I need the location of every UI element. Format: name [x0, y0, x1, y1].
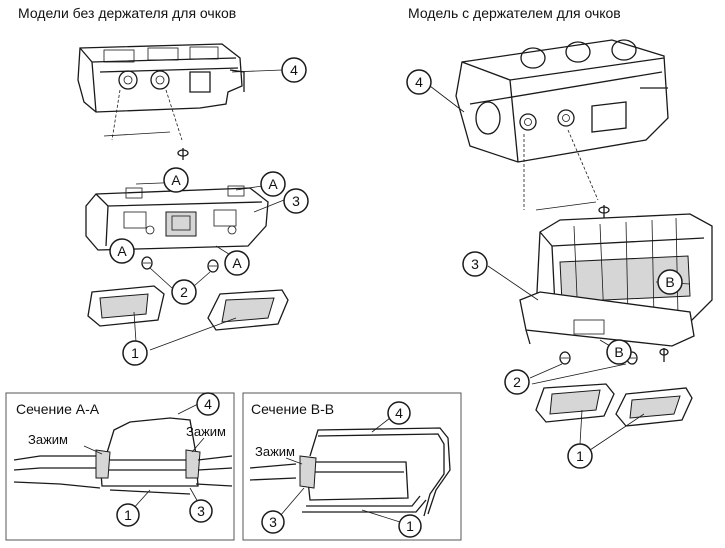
guide-line: [103, 131, 171, 137]
leader-3-right: [487, 265, 539, 301]
callout-4-bb: 4: [387, 401, 411, 425]
svg-text:4: 4: [204, 396, 212, 412]
callout-4-left: 4: [281, 57, 307, 83]
section-aa-drawing: [13, 417, 233, 495]
section-aa-label: Сечение A-A: [16, 401, 100, 417]
leader-2-left: [149, 267, 173, 289]
svg-text:4: 4: [415, 74, 423, 90]
svg-text:2: 2: [513, 374, 521, 390]
leader-4-bb: [371, 417, 391, 433]
callout-3-right: 3: [462, 251, 488, 277]
clip-label-aa-right: Зажим: [186, 424, 226, 439]
left-screw: [177, 148, 189, 160]
svg-text:4: 4: [290, 62, 298, 78]
svg-text:A: A: [268, 176, 278, 192]
leader-clip-aa: [83, 445, 103, 455]
left-lens: [87, 285, 165, 327]
leader-3-aa: [189, 487, 199, 503]
leader-3-bb: [279, 487, 305, 517]
leader-1-right: [589, 413, 645, 451]
svg-text:1: 1: [124, 507, 132, 523]
callout-4-right: 4: [406, 69, 432, 95]
svg-text:3: 3: [269, 514, 277, 530]
svg-text:3: 3: [292, 193, 300, 209]
right-lens: [535, 383, 615, 423]
callout-b-lower: B: [606, 339, 632, 365]
leader-3-left: [253, 199, 285, 213]
svg-text:A: A: [117, 243, 127, 259]
leader-1-right: [579, 409, 583, 445]
left-diagram-title: Модели без держателя для очков: [18, 5, 237, 21]
callout-b-upper: B: [657, 269, 683, 295]
left-lens: [207, 289, 289, 331]
left-bulb: [141, 256, 153, 270]
callout-2-right: 2: [504, 369, 530, 395]
right-lens: [615, 387, 693, 427]
right-bracket: [455, 39, 669, 163]
section-aa-frame: [5, 392, 235, 541]
callout-3-bb: 3: [261, 510, 285, 534]
right-bulb: [559, 351, 571, 365]
leader-1-left: [149, 317, 237, 351]
callout-2-left: 2: [171, 279, 197, 305]
svg-text:B: B: [665, 274, 674, 290]
callout-1-right: 1: [567, 443, 593, 469]
svg-text:B: B: [614, 344, 623, 360]
leader-clip-aa: [191, 437, 205, 453]
callout-3-left: 3: [283, 188, 309, 214]
section-bb-frame: [242, 392, 462, 541]
section-bb-drawing: [249, 427, 451, 517]
callout-a-bottom-right: A: [224, 250, 250, 276]
leader-4-aa: [177, 403, 199, 415]
leader-a: [235, 185, 263, 191]
svg-text:3: 3: [471, 256, 479, 272]
svg-text:4: 4: [395, 405, 403, 421]
clip-label-bb: Зажим: [255, 444, 295, 459]
leader-4-left: [231, 69, 283, 73]
callout-a-top-right: A: [260, 171, 286, 197]
section-bb-label: Сечение B-B: [251, 401, 335, 417]
left-lamp-housing: [85, 185, 269, 251]
right-screw: [659, 348, 669, 362]
callout-a-top-left: A: [163, 167, 189, 193]
leader-2-right: [531, 363, 627, 385]
callout-1-left: 1: [122, 340, 148, 366]
guide-line: [567, 129, 599, 201]
callout-4-aa: 4: [196, 392, 220, 416]
left-bulb: [207, 259, 219, 273]
guide-line: [111, 89, 121, 141]
leader-2-left: [193, 271, 211, 287]
guide-line: [165, 89, 183, 141]
clip-label-aa-left: Зажим: [28, 432, 68, 447]
leader-clip-bb: [285, 457, 303, 465]
svg-text:A: A: [232, 255, 242, 271]
callout-1-bb: 1: [398, 514, 422, 538]
right-lamp-housing: [519, 213, 713, 347]
leader-1-bb: [361, 509, 401, 523]
svg-text:2: 2: [180, 284, 188, 300]
svg-text:A: A: [171, 172, 181, 188]
callout-a-bottom-left: A: [109, 238, 135, 264]
right-diagram-title: Модель с держателем для очков: [408, 5, 621, 21]
guide-line: [535, 201, 597, 211]
leader-4-right: [429, 85, 465, 113]
callout-3-aa: 3: [189, 499, 213, 523]
leader-1-left: [133, 311, 137, 343]
leader-2-right: [529, 363, 563, 379]
svg-text:1: 1: [406, 518, 414, 534]
svg-text:1: 1: [131, 345, 139, 361]
svg-text:1: 1: [576, 448, 584, 464]
callout-1-aa: 1: [116, 503, 140, 527]
left-bracket: [77, 43, 245, 113]
svg-text:3: 3: [197, 503, 205, 519]
right-screw: [598, 205, 610, 218]
